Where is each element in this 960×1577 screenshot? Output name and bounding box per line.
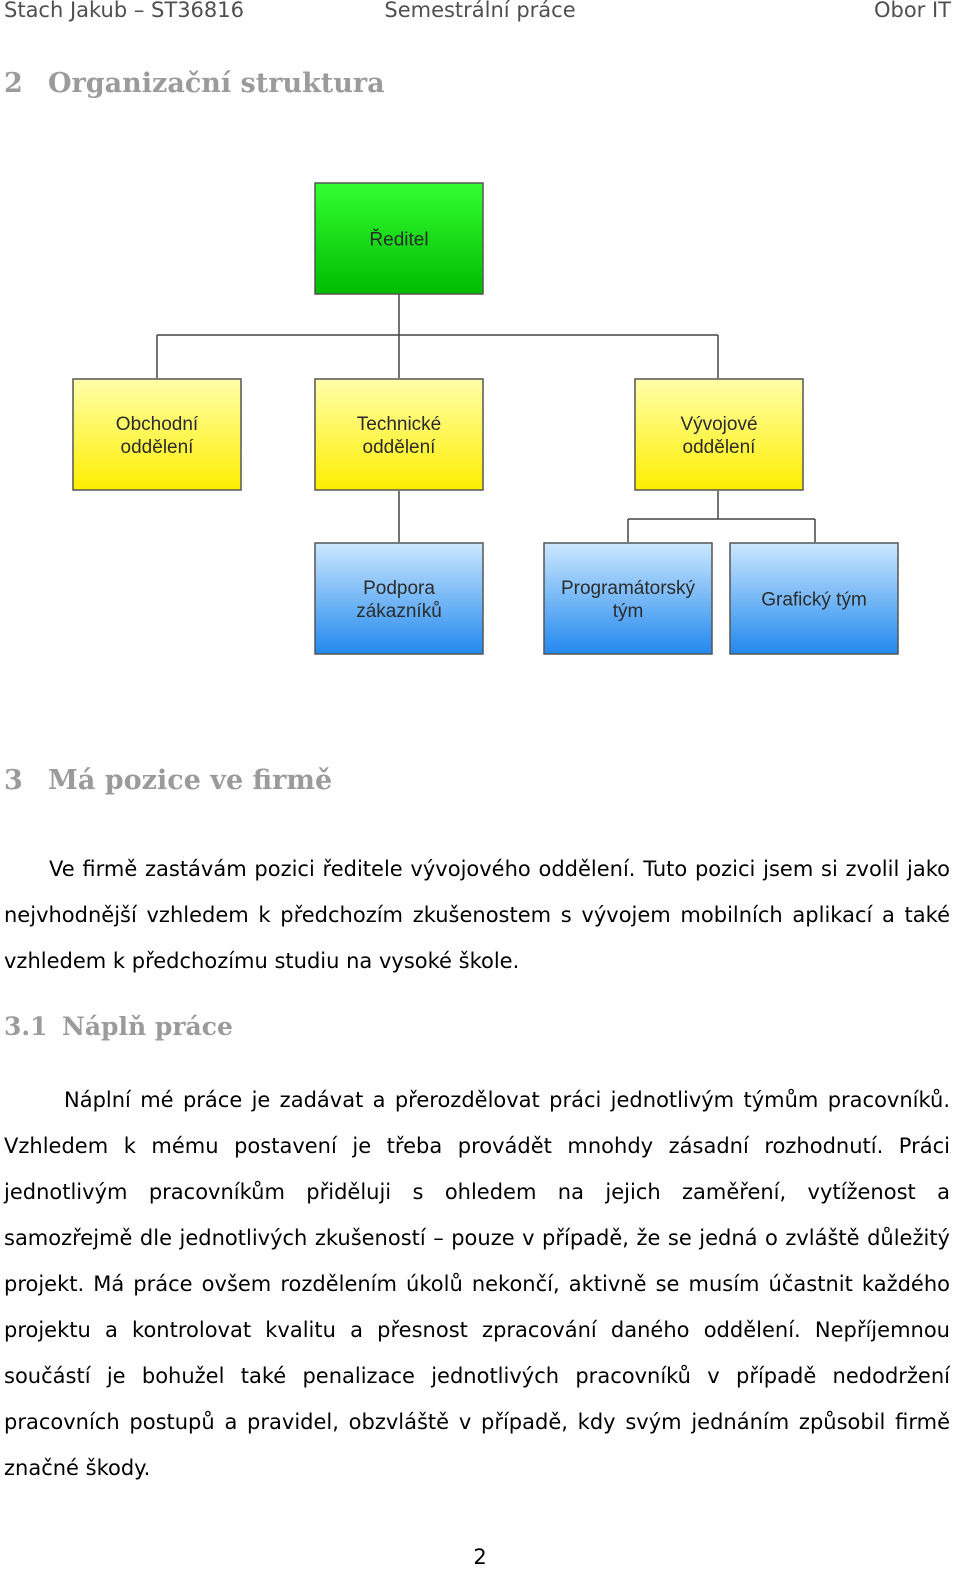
page-header: Stach Jakub – ST36816 Semestrální práce … [0, 0, 960, 26]
box-programming-team-label: Programátorský [561, 578, 696, 599]
header-author: Stach Jakub – ST36816 [4, 0, 244, 22]
box-graphics-team-shape [729, 542, 899, 655]
section-3-1-title: Náplň práce [62, 1012, 233, 1041]
section-3-heading: 3 Má pozice ve firmě [4, 765, 332, 796]
box-technical-department-label: Technické [357, 414, 442, 435]
section-2-number: 2 [4, 68, 23, 99]
box-programming-team-shape [543, 542, 713, 655]
box-graphics-team-label: Grafický tým [761, 590, 867, 611]
connector-director [156, 293, 719, 378]
org-chart-connectors [156, 293, 816, 542]
header-title: Semestrální práce [384, 0, 576, 22]
box-development-department-label: oddělení [683, 437, 757, 458]
section-3-1-paragraph: Náplní mé práce je zadávat a přerozdělov… [4, 1088, 950, 1480]
box-customer-support-shape [314, 542, 484, 655]
box-customer-support-label: zákazníků [356, 601, 442, 622]
section-3-number: 3 [4, 765, 23, 796]
org-chart-svg: ŘeditelObchodníodděleníTechnickéoddělení… [72, 182, 899, 655]
page-number: 2 [473, 1545, 487, 1569]
box-director-label: Ředitel [369, 229, 428, 251]
box-development-department-shape [634, 378, 804, 491]
box-sales-department-label: oddělení [121, 437, 195, 458]
section-2-heading: 2 Organizační struktura [4, 68, 385, 99]
section-3-title: Má pozice ve firmě [48, 765, 333, 796]
box-director-shape [314, 182, 484, 295]
org-chart-boxes: ŘeditelObchodníodděleníTechnickéoddělení… [72, 182, 899, 655]
box-director: Ředitel [314, 182, 484, 295]
box-technical-department-shape [314, 378, 484, 491]
section-3-1-heading: 3.1 Náplň práce [4, 1012, 233, 1041]
section-3-paragraph: Ve firmě zastávám pozici ředitele vývojo… [4, 857, 950, 973]
box-development-department-label: Vývojové [680, 414, 757, 435]
section-2-title: Organizační struktura [48, 68, 385, 99]
box-programming-team-label: tým [613, 601, 644, 622]
box-sales-department-label: Obchodní [116, 414, 199, 435]
box-customer-support-label: Podpora [363, 578, 435, 599]
box-sales-department-shape [72, 378, 242, 491]
box-technical-department-label: oddělení [363, 437, 437, 458]
connector-development [627, 491, 816, 542]
section-3-1-number: 3.1 [4, 1012, 48, 1041]
box-graphics-team: Grafický tým [729, 542, 899, 655]
header-field: Obor IT [873, 0, 951, 22]
